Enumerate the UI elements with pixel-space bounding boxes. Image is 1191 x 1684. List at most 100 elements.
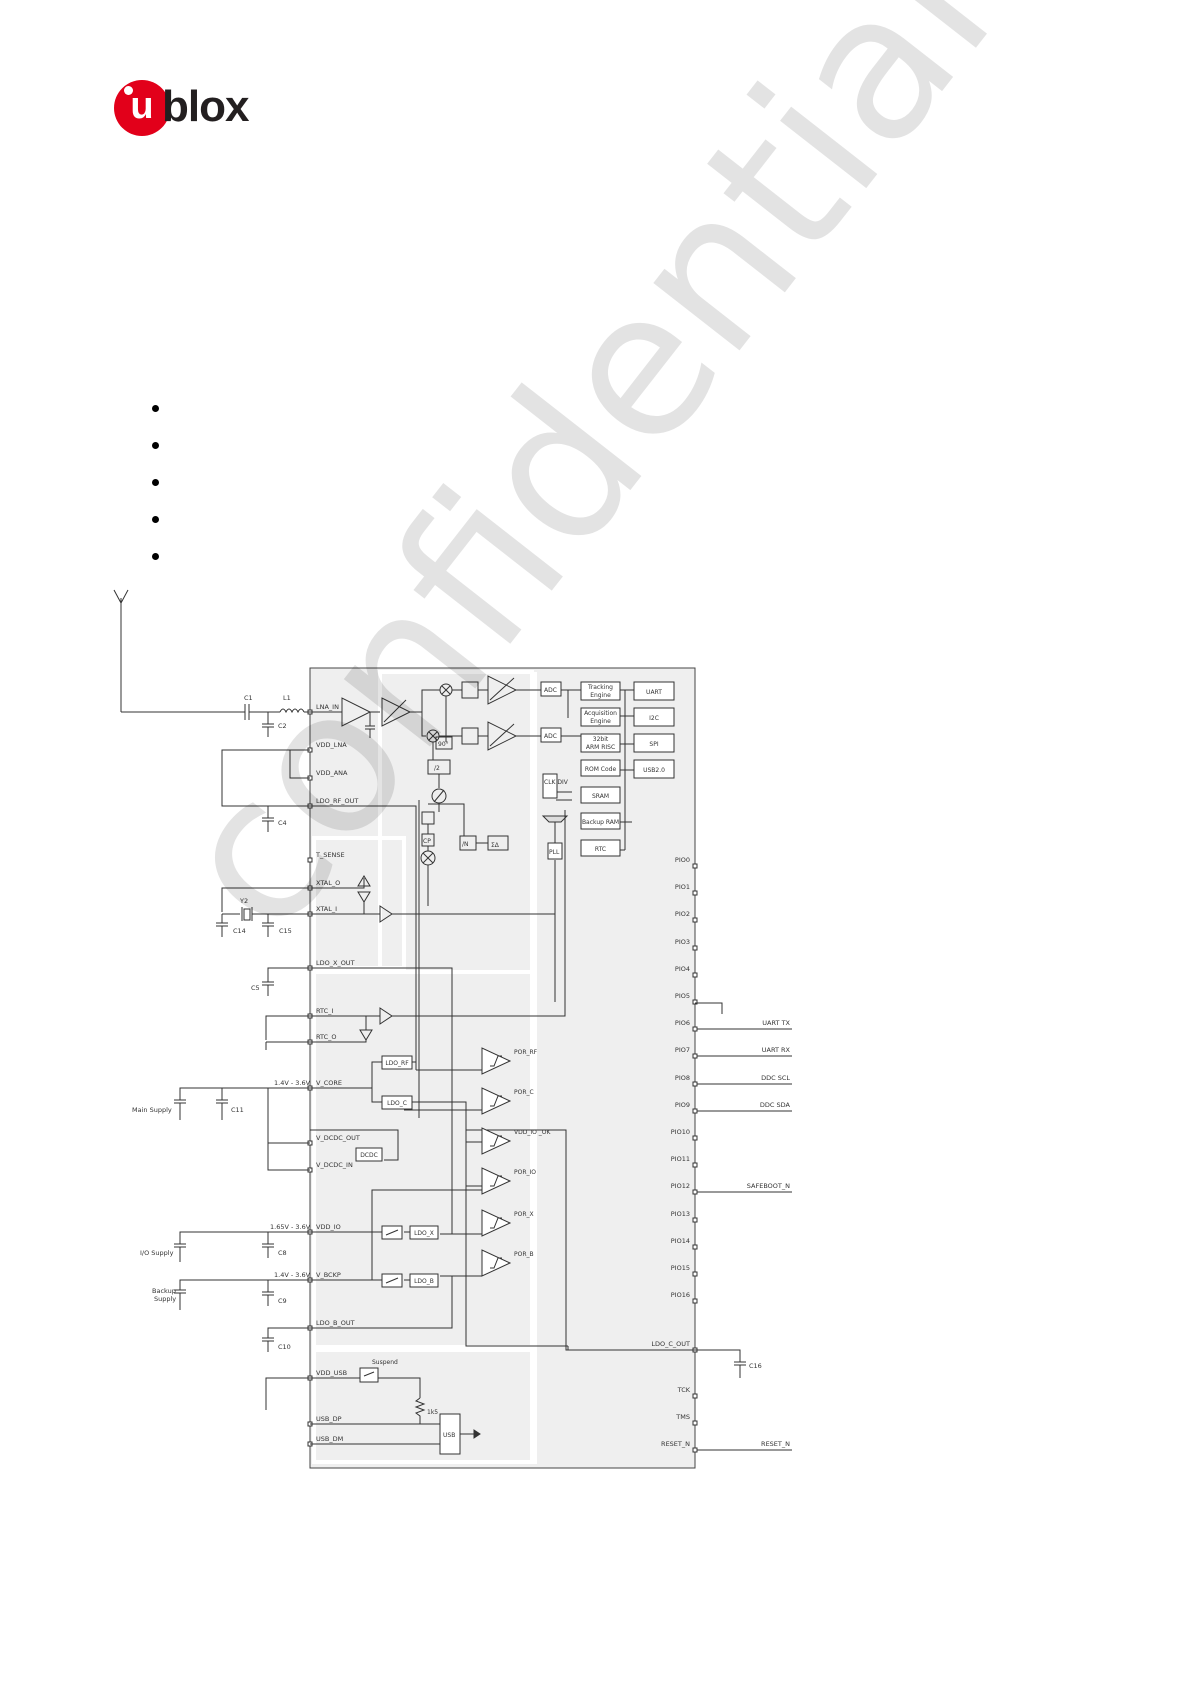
bullet-item	[152, 479, 159, 486]
pin-label-ldo_b_out: LDO_B_OUT	[316, 1319, 355, 1327]
pin-label-lna_in: LNA_IN	[316, 703, 339, 711]
logo-dot	[124, 86, 133, 95]
pin-pio10	[692, 1135, 698, 1141]
pin-label-v_core: V_CORE	[316, 1079, 342, 1087]
hysteresis-icon	[490, 1055, 502, 1067]
usb-block-label: USB	[443, 1432, 455, 1439]
block-label-ldo_c: LDO_C	[387, 1100, 407, 1107]
pin-label-pio1: PIO1	[675, 883, 690, 891]
pin-label-vdd_usb: VDD_USB	[316, 1369, 347, 1377]
hysteresis-icon	[490, 1095, 502, 1107]
bullet-item	[152, 516, 159, 523]
div-n-label: /N	[462, 841, 469, 848]
block-label-rtc: RTC	[595, 846, 606, 853]
adc-block-1	[540, 681, 562, 697]
block-acquisition	[580, 707, 621, 727]
block-rom	[580, 759, 621, 777]
pin-label-ldo_c_out: LDO_C_OUT	[651, 1340, 690, 1348]
pin-label-vdd_ana: VDD_ANA	[316, 769, 348, 777]
block-label-ldo_x: LDO_X	[414, 1230, 434, 1237]
block-label-sram: SRAM	[592, 793, 609, 800]
antenna	[113, 589, 310, 737]
pin-label-ldo_x_out: LDO_X_OUT	[316, 959, 355, 967]
signal-label-pio12: SAFEBOOT_N	[747, 1182, 790, 1190]
pin-label-vdd_lna: VDD_LNA	[316, 741, 347, 749]
logo-text: blox	[162, 82, 249, 131]
interface-usb2	[633, 759, 675, 779]
block-ldo_b	[409, 1273, 439, 1288]
interface-label-spi: SPI	[649, 741, 658, 748]
pin-label-pio10: PIO10	[671, 1128, 690, 1136]
por-label-vdd_io_ok: VDD_IO _OK	[514, 1129, 551, 1136]
y2-label: Y2	[239, 897, 248, 905]
pin-label-pio0: PIO0	[675, 856, 690, 864]
pin-label-reset_n: RESET_N	[661, 1440, 690, 1448]
c4-label: C4	[278, 819, 287, 827]
pin-label-pio13: PIO13	[671, 1210, 690, 1218]
pin-pio7	[692, 1053, 698, 1059]
pin-label-v_dcdc_in: V_DCDC_IN	[316, 1161, 353, 1169]
block-label-acquisition: Acquisition	[584, 710, 617, 717]
c5-label: C5	[251, 984, 260, 992]
adc-label-2: ADC	[544, 733, 557, 740]
signal-label-reset_n: RESET_N	[761, 1440, 790, 1448]
c2-label: C2	[278, 722, 287, 730]
hysteresis-icon	[490, 1175, 502, 1187]
pin-pio0	[692, 863, 698, 869]
pin-pio9	[692, 1108, 698, 1114]
oscillator	[310, 810, 566, 1043]
c1-label: C1	[244, 694, 253, 702]
pin-pio13	[692, 1217, 698, 1223]
vrange-core: 1.4V - 3.6V	[274, 1079, 311, 1087]
ublox-logo: u blox	[110, 78, 260, 140]
pin-pio5	[692, 999, 698, 1005]
pin-reset_n	[692, 1447, 698, 1453]
backup-supply-label-1: Backup	[152, 1287, 176, 1295]
pin-label-pio2: PIO2	[675, 910, 690, 918]
pin-pio6	[692, 1026, 698, 1032]
block-label-ldo_rf: LDO_RF	[385, 1060, 409, 1067]
deg90-label: 90°	[438, 741, 449, 748]
clk-div-block	[542, 773, 558, 799]
block-label-dcdc: DCDC	[360, 1152, 378, 1159]
switch-lever	[385, 1277, 399, 1284]
pin-pio16	[692, 1298, 698, 1304]
pin-label-pio12: PIO12	[671, 1182, 690, 1190]
c8-label: C8	[278, 1249, 287, 1257]
signal-label-pio6: UART TX	[762, 1019, 790, 1027]
block-label-arm: 32bit	[593, 736, 609, 743]
c9-label: C9	[278, 1297, 287, 1305]
pin-tck	[692, 1393, 698, 1399]
digital-blocks: TrackingEngineAcquisitionEngine32bitARM …	[580, 681, 621, 857]
pin-label-t_sense: T_SENSE	[315, 851, 345, 859]
main-supply-label: Main Supply	[132, 1106, 172, 1114]
pin-label-usb_dm: USB_DM	[316, 1435, 343, 1443]
por-label-por_io: POR_IO	[514, 1169, 536, 1176]
block-ldo_rf	[381, 1055, 413, 1070]
block-label-ldo_b: LDO_B	[414, 1278, 434, 1285]
bullet-item	[152, 553, 159, 560]
clk-div-label: CLK DIV	[544, 779, 569, 786]
interface-i2c	[633, 707, 675, 727]
pll-block	[547, 842, 563, 860]
pin-label-pio14: PIO14	[671, 1237, 690, 1245]
c11-label: C11	[231, 1106, 244, 1114]
por-label-por_c: POR_C	[514, 1089, 534, 1096]
block-label-backup_ram: Backup RAM	[582, 819, 619, 826]
hysteresis-icon	[490, 1135, 502, 1147]
block-dcdc	[355, 1147, 383, 1162]
switch-lever	[385, 1229, 399, 1236]
c15-label: C15	[279, 927, 292, 935]
pin-label-pio3: PIO3	[675, 938, 690, 946]
pin-pio4	[692, 972, 698, 978]
pin-pio15	[692, 1271, 698, 1277]
pin-label-pio5: PIO5	[675, 992, 690, 1000]
pin-pio1	[692, 890, 698, 896]
signal-label-pio7: UART RX	[762, 1046, 791, 1054]
por-label-por_rf: POR_RF	[514, 1049, 538, 1056]
pin-label-tms: TMS	[675, 1413, 690, 1421]
pin-label-vdd_io: VDD_IO	[316, 1223, 341, 1231]
pin-label-pio7: PIO7	[675, 1046, 690, 1054]
